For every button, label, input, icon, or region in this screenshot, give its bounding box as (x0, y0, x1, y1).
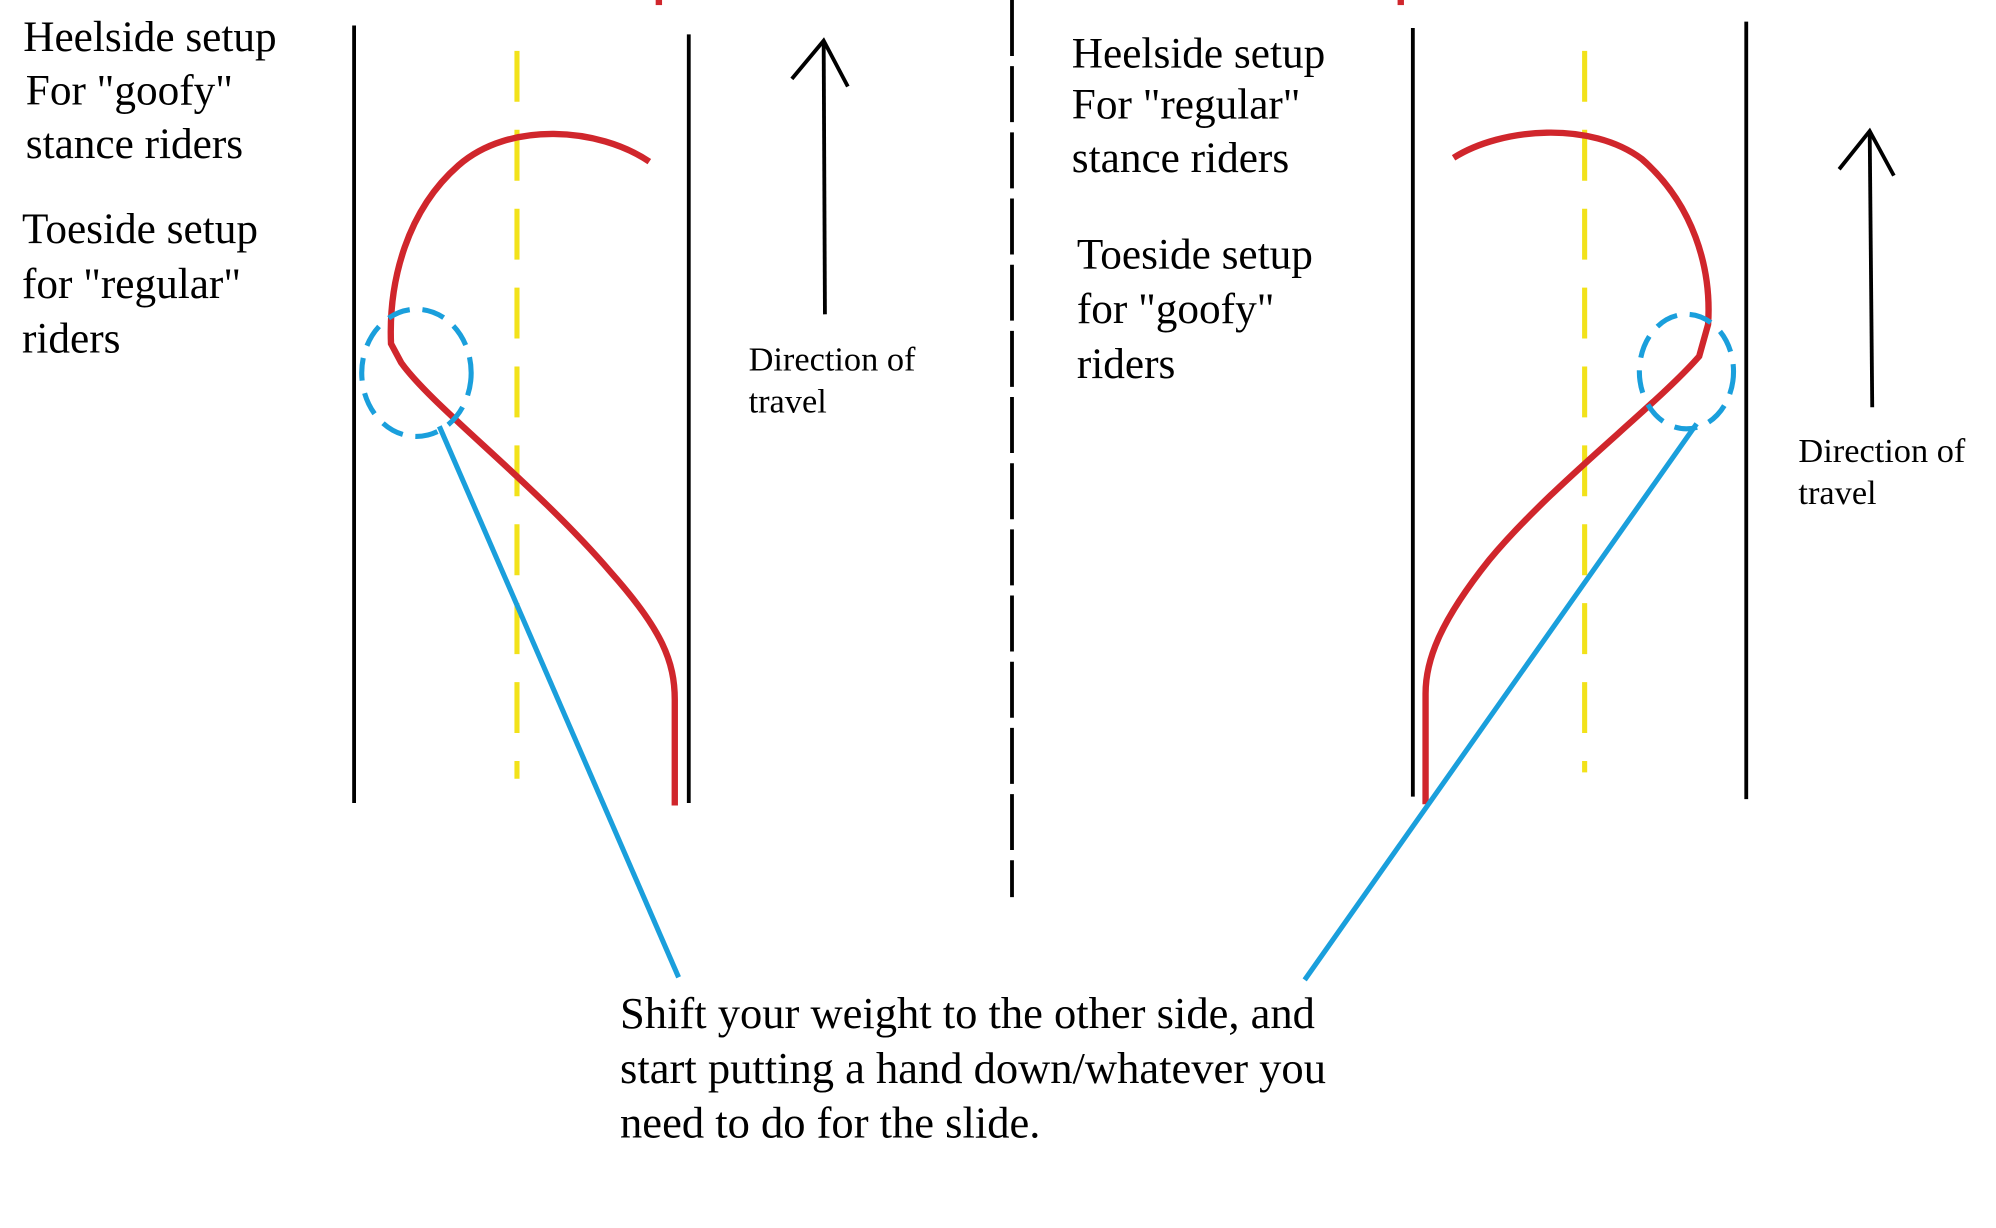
heelside-label: Heelside setup For "regular" stance ride… (1072, 29, 1336, 181)
heelside-label: Heelside setup For "goofy" stance riders (23, 13, 287, 168)
label-line: for "regular" (22, 260, 241, 308)
label-line: Direction of (1798, 432, 1965, 470)
toeside-label: Toeside setup for "goofy" riders (1077, 231, 1324, 388)
label-line: For "regular" (1072, 80, 1301, 128)
label-line: travel (1798, 474, 1876, 512)
label-line: Toeside setup (1077, 231, 1313, 279)
note-line: start putting a hand down/whatever you (620, 1043, 1326, 1093)
label-line: riders (22, 314, 120, 362)
red-mark (655, 0, 663, 6)
direction-label: Direction of travel (1798, 432, 1973, 512)
ride-path (1422, 129, 1712, 805)
label-line: Heelside setup (1072, 29, 1325, 77)
right-panel: Heelside setup For "regular" stance ride… (1072, 21, 1973, 982)
arrow-up-icon (1837, 127, 1896, 408)
toeside-label: Toeside setup for "regular" riders (22, 205, 269, 362)
red-mark (1397, 0, 1404, 6)
ride-path (387, 130, 678, 806)
note-line: need to do for the slide. (620, 1098, 1040, 1148)
direction-label: Direction of travel (749, 340, 924, 420)
left-panel: Heelside setup For "goofy" stance riders… (22, 13, 924, 979)
label-line: For "goofy" (26, 66, 233, 114)
label-line: travel (749, 382, 827, 420)
callout-line (1302, 422, 1699, 982)
label-line: riders (1077, 340, 1175, 388)
label-line: Heelside setup (23, 13, 276, 61)
note-line: Shift your weight to the other side, and (620, 988, 1315, 1038)
label-line: Direction of (749, 340, 916, 378)
label-line: Toeside setup (22, 205, 258, 253)
arrow-up-icon (790, 37, 850, 315)
label-line: stance riders (1072, 134, 1289, 182)
callout-circle (1636, 311, 1737, 432)
callout-line (437, 425, 681, 979)
instruction-note: Shift your weight to the other side, and… (620, 988, 1337, 1147)
label-line: for "goofy" (1077, 285, 1274, 333)
label-line: stance riders (26, 120, 243, 168)
callout-circle (359, 306, 474, 440)
